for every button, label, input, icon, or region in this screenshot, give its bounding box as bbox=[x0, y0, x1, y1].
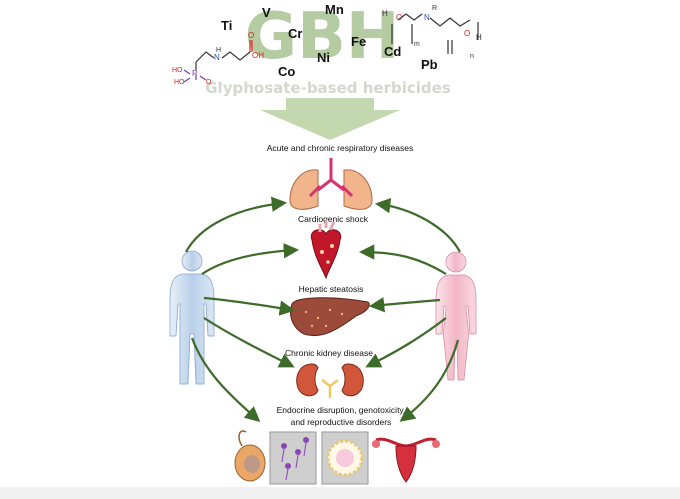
gbh-title: GBH bbox=[245, 0, 400, 74]
metal-pb: Pb bbox=[421, 57, 438, 72]
disease-cardiogenic-label: Cardiogenic shock bbox=[298, 214, 369, 224]
female-arrows bbox=[358, 197, 461, 422]
mol-right-r: R bbox=[432, 5, 437, 12]
arrow-female-lungs bbox=[374, 197, 461, 253]
arrow-male-endocrine bbox=[190, 337, 261, 423]
mol-right-o2: O bbox=[464, 29, 470, 38]
mol-left-oh: OH bbox=[252, 51, 264, 60]
arrow-male-liver bbox=[203, 296, 296, 316]
metal-v: V bbox=[262, 5, 271, 20]
arrow-female-endocrine bbox=[399, 339, 460, 422]
liver-icon bbox=[290, 297, 370, 336]
metal-ti: Ti bbox=[221, 18, 232, 33]
metal-cr: Cr bbox=[288, 26, 302, 41]
arrow-female-kidney bbox=[365, 317, 447, 368]
arrow-male-heart bbox=[201, 242, 300, 275]
metal-co: Co bbox=[278, 64, 295, 79]
bottom-bar bbox=[0, 487, 680, 499]
lungs-icon bbox=[289, 158, 373, 210]
mol-left-o2: O bbox=[206, 79, 212, 86]
disease-respiratory-label: Acute and chronic respiratory diseases bbox=[267, 143, 413, 153]
mol-left-h: H bbox=[216, 47, 221, 54]
mol-right-n-sub: n bbox=[470, 53, 474, 60]
disease-endocrine-label-2: and reproductive disorders bbox=[291, 417, 392, 427]
poea-molecule-icon bbox=[391, 13, 479, 54]
disease-hepatic-label: Hepatic steatosis bbox=[299, 284, 364, 294]
sperm-icon bbox=[269, 431, 317, 485]
oocyte-icon bbox=[321, 431, 369, 485]
metal-ni: Ni bbox=[317, 50, 330, 65]
down-arrow-icon bbox=[260, 98, 400, 140]
heart-icon bbox=[310, 220, 342, 280]
metal-fe: Fe bbox=[351, 34, 366, 49]
male-body-icon bbox=[169, 250, 215, 385]
mol-left-ho1: HO bbox=[172, 67, 183, 74]
mol-right-n: N bbox=[424, 13, 430, 22]
mol-right-o1: O bbox=[396, 13, 402, 22]
mol-right-h2: H bbox=[476, 33, 482, 42]
female-body-icon bbox=[435, 251, 477, 381]
testis-icon bbox=[234, 430, 266, 482]
mol-left-o: O bbox=[248, 31, 254, 40]
male-arrows bbox=[185, 196, 300, 423]
arrow-female-heart bbox=[358, 244, 447, 275]
metal-cd: Cd bbox=[384, 44, 401, 59]
mol-left-ho2: HO bbox=[174, 79, 185, 86]
disease-endocrine-label-1: Endocrine disruption, genotoxicity, bbox=[277, 405, 406, 415]
arrow-male-kidney bbox=[203, 317, 295, 368]
arrow-male-lungs bbox=[185, 196, 288, 253]
glyphosate-molecule-icon bbox=[183, 40, 253, 83]
arrow-female-liver bbox=[368, 297, 441, 313]
kidneys-icon bbox=[296, 363, 364, 398]
gbh-subtitle: Glyphosate-based herbicides bbox=[205, 79, 451, 97]
mol-left-n: N bbox=[214, 53, 220, 62]
mol-right-h1: H bbox=[382, 9, 388, 18]
mol-left-p: P bbox=[192, 69, 197, 78]
disease-kidney-label: Chronic kidney disease bbox=[285, 348, 373, 358]
uterus-icon bbox=[372, 437, 440, 483]
mol-right-m: m bbox=[414, 41, 420, 48]
metal-mn: Mn bbox=[325, 2, 344, 17]
